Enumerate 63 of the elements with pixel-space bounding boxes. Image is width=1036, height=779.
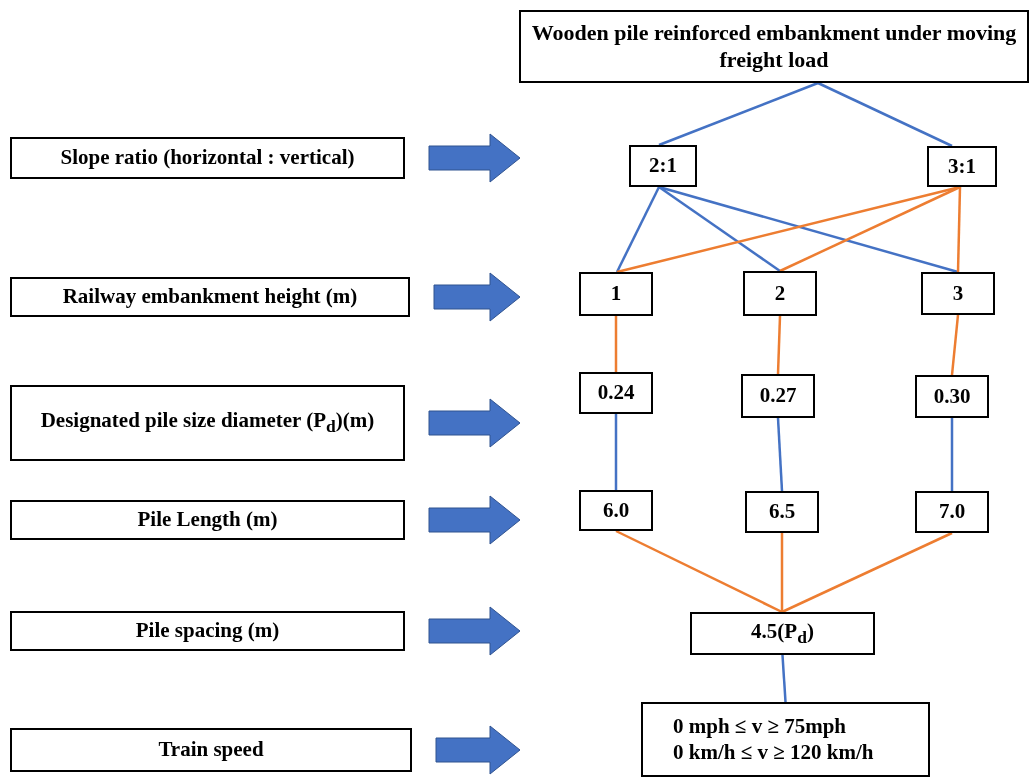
category-box <box>10 611 405 651</box>
connector-line <box>658 81 819 147</box>
node-text: 0.30 <box>933 383 971 410</box>
block-arrow <box>428 133 521 183</box>
value-box <box>579 490 653 531</box>
node-text: 2:1 <box>649 153 677 179</box>
node-text: 0 km/h ≤ v ≥ 120 km/h <box>673 739 874 765</box>
node-text: 0 mph ≤ v ≥ 75mph <box>673 714 846 740</box>
node-text: Wooden pile reinforced embankment under moving freight load <box>530 20 1018 73</box>
node-text: 4.5(P$_{d}$) <box>751 618 814 649</box>
connector-line <box>614 414 618 490</box>
connector-line <box>615 186 661 273</box>
connector-line <box>614 316 618 372</box>
node-text: Designated pile size diameter (P$_{d}$)(m) <box>40 408 375 438</box>
node-text: Pile spacing (m) <box>135 618 280 644</box>
connector-line <box>780 533 784 612</box>
node-text: 6.0 <box>602 497 630 524</box>
category-box <box>10 137 405 179</box>
connector-line <box>781 531 953 614</box>
node-text: 3 <box>952 280 964 307</box>
connector-line <box>817 81 953 148</box>
node-text: 0.24 <box>597 380 635 406</box>
node-text: 0.27 <box>759 383 797 409</box>
value-box <box>579 372 653 414</box>
connector-line <box>950 314 960 376</box>
node-text: Pile Length (m) <box>137 507 278 533</box>
block-arrow <box>433 272 521 322</box>
block-arrow <box>428 398 521 448</box>
node-text: 6.5 <box>768 499 796 525</box>
connector-line <box>658 185 781 273</box>
category-box <box>10 728 412 772</box>
value-box <box>921 272 995 315</box>
connector-line <box>776 417 784 492</box>
value-box <box>927 146 997 187</box>
block-arrow <box>428 606 521 656</box>
value-box <box>741 374 815 418</box>
category-box <box>10 500 405 540</box>
value-box <box>915 375 989 418</box>
category-box <box>10 277 410 317</box>
value-box <box>743 271 817 316</box>
node-text: Slope ratio (horizontal : vertical) <box>60 145 355 171</box>
category-box <box>10 385 405 461</box>
value-box <box>629 145 697 187</box>
connector-line <box>956 186 962 273</box>
node-text: 3:1 <box>948 153 976 180</box>
connector-line <box>776 315 782 375</box>
node-text: 7.0 <box>938 499 966 525</box>
node-text: Train speed <box>158 737 264 763</box>
block-arrow <box>428 495 521 545</box>
block-arrow <box>435 725 521 775</box>
node-text: 1 <box>610 281 622 307</box>
value-box <box>915 491 989 533</box>
connector-line <box>615 529 783 614</box>
node-text: 2 <box>774 280 786 307</box>
value-box <box>579 272 653 316</box>
connector-line <box>779 185 961 273</box>
node-text: Railway embankment height (m) <box>62 284 358 310</box>
speed-range-box <box>641 702 930 777</box>
value-box <box>745 491 819 533</box>
title-box <box>519 10 1029 83</box>
connector-line <box>950 418 954 491</box>
value-box <box>690 612 875 655</box>
connector-line <box>781 654 787 703</box>
